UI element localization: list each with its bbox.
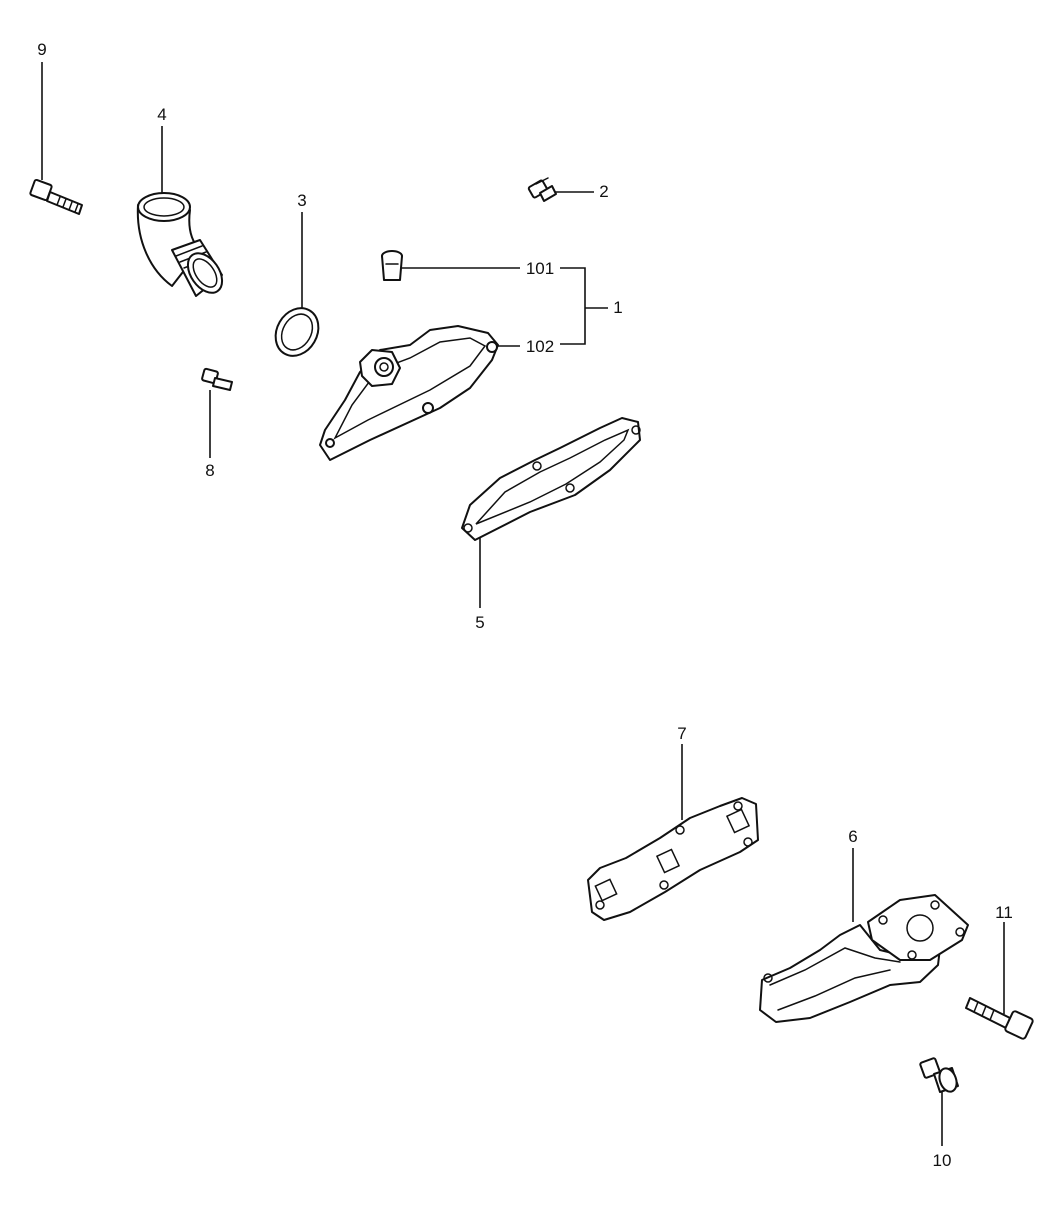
exhaust-manifold-part-6 <box>759 848 969 1023</box>
bolt-part-2 <box>527 177 594 202</box>
callout-7: 7 <box>677 724 686 743</box>
callout-6: 6 <box>848 827 857 846</box>
elbow-pipe-part-4 <box>136 126 224 297</box>
callout-1: 1 <box>613 298 622 317</box>
bolt-part-9 <box>29 62 83 215</box>
callout-9: 9 <box>37 40 46 59</box>
plug-part-101 <box>381 250 520 281</box>
callout-101: 101 <box>526 259 554 278</box>
bolt-part-10 <box>919 1057 959 1146</box>
callout-2: 2 <box>599 182 608 201</box>
bolt-part-11 <box>965 922 1034 1040</box>
o-ring-part-3 <box>274 212 320 357</box>
exhaust-gasket-part-7 <box>587 744 759 921</box>
callout-102: 102 <box>526 337 554 356</box>
gasket-part-5 <box>461 417 641 608</box>
callout-10: 10 <box>933 1151 952 1170</box>
callout-8: 8 <box>205 461 214 480</box>
bolt-part-8 <box>201 367 233 458</box>
bracket-part-1 <box>560 267 608 345</box>
callout-4: 4 <box>157 105 166 124</box>
callout-11: 11 <box>995 903 1013 922</box>
callout-5: 5 <box>475 613 484 632</box>
intake-cover-part-102 <box>319 325 520 461</box>
callout-3: 3 <box>297 191 306 210</box>
